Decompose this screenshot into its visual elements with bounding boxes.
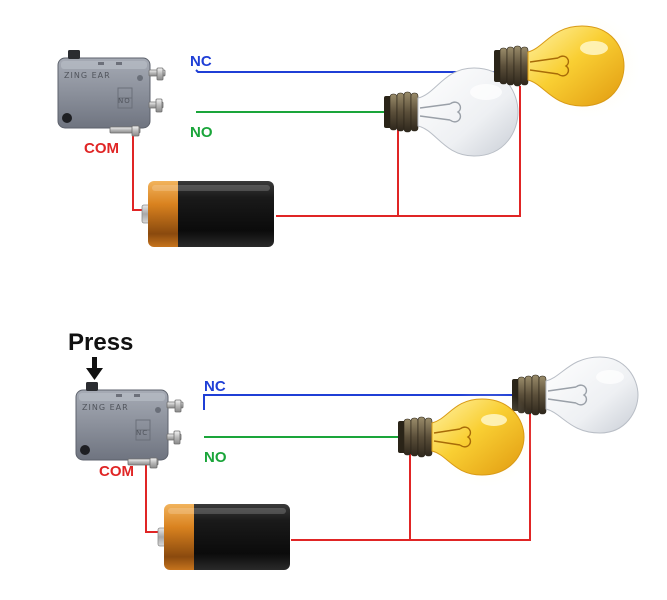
press-label: Press (68, 329, 133, 356)
light-bulb-icon (493, 14, 640, 118)
circuit-released: ZING EAR NO NC NO COM (57, 14, 640, 248)
no-label: NO (190, 124, 213, 141)
brand-text: ZING EAR (82, 403, 129, 412)
com-label: COM (84, 140, 119, 157)
light-bulb-icon (383, 67, 519, 157)
return-wire (276, 86, 521, 217)
nc-label: NC (204, 378, 226, 395)
microswitch-icon: ZING EAR NO (57, 49, 166, 137)
com-wire (132, 132, 148, 211)
light-bulb-icon (511, 356, 639, 434)
no-label: NO (204, 449, 227, 466)
microswitch-icon: ZING EAR NC (75, 381, 184, 469)
switch-mark-no: NO (118, 97, 131, 105)
nc-wire (203, 394, 516, 410)
light-bulb-icon (397, 387, 536, 487)
com-label: COM (99, 463, 134, 480)
nc-label: NC (190, 53, 212, 70)
switch-mark-nc: NC (136, 429, 148, 437)
battery-icon (157, 503, 291, 571)
circuit-pressed: ZING EAR NC Press NC NO (68, 329, 639, 571)
battery-icon (141, 180, 275, 248)
down-arrow-icon (86, 357, 103, 380)
brand-text: ZING EAR (64, 71, 111, 80)
nc-wire (195, 69, 500, 73)
com-wire (145, 458, 164, 533)
